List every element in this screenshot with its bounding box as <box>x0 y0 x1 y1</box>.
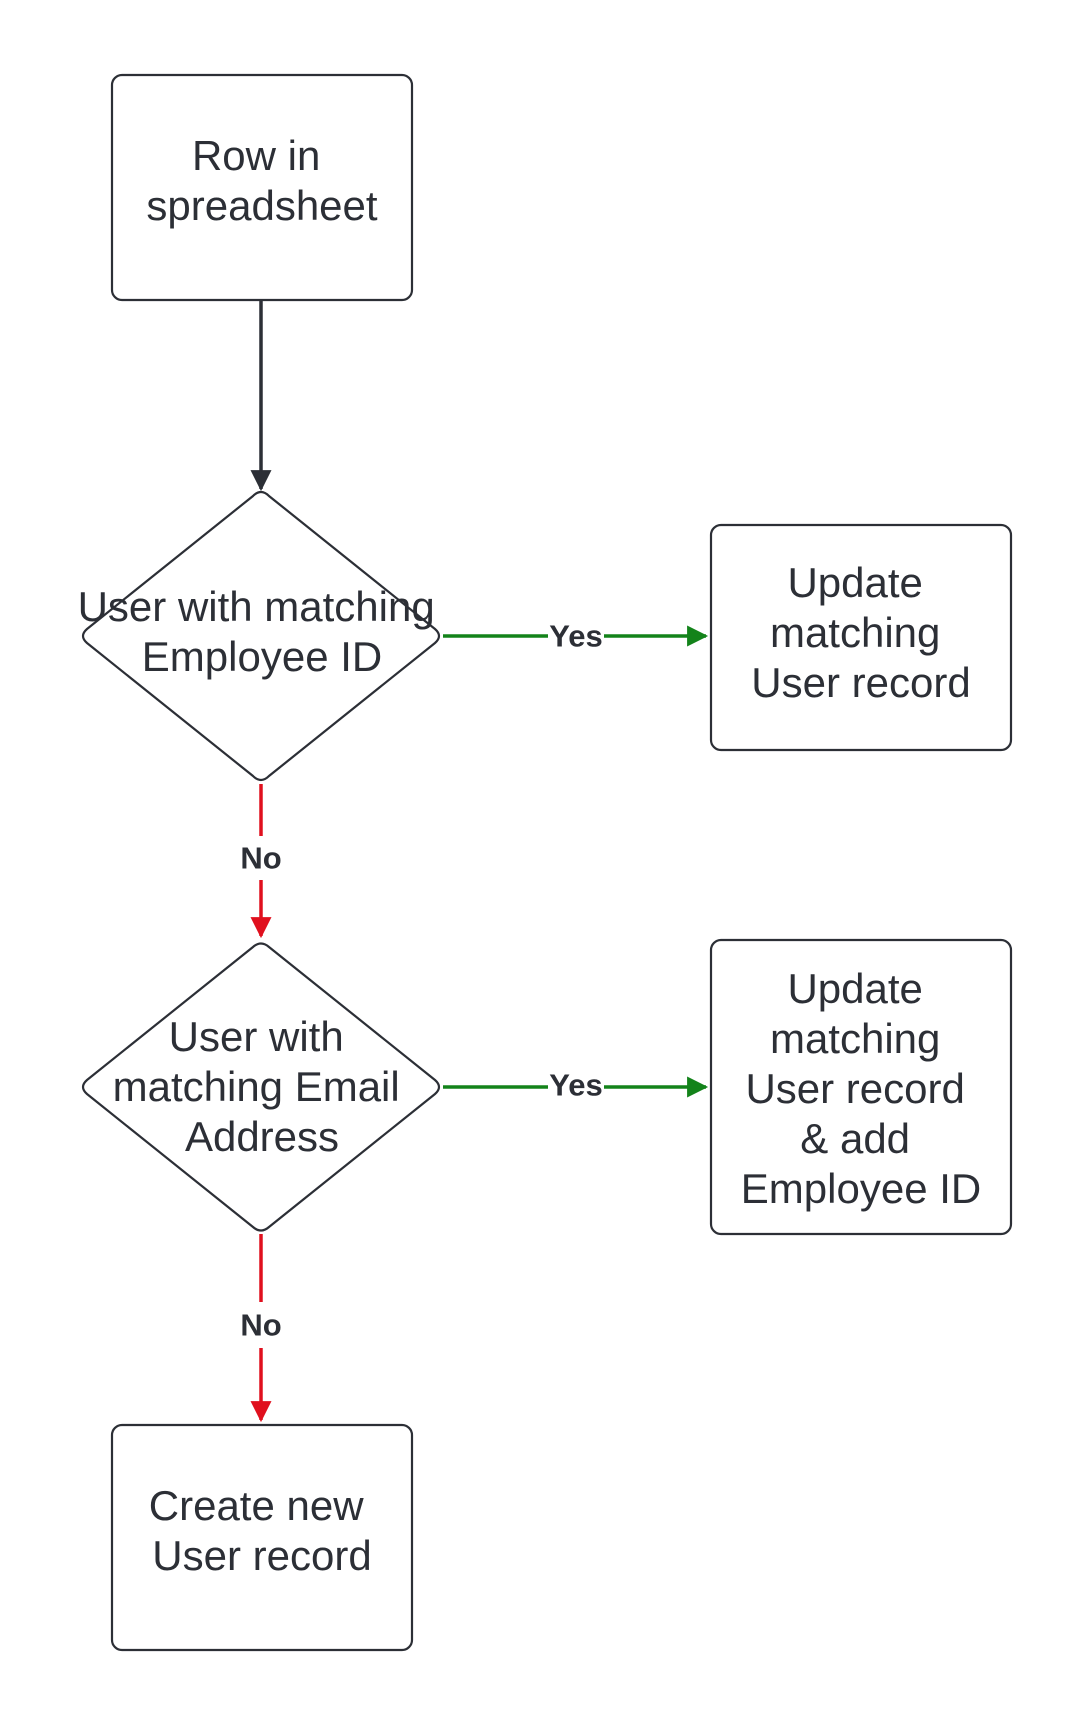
node-line: Create new <box>149 1482 364 1529</box>
node-line: matching <box>770 609 940 656</box>
node-match-email-address: User with matching Email Address <box>81 942 441 1232</box>
node-line: & add <box>800 1115 910 1162</box>
node-line: Update <box>787 965 922 1012</box>
node-match-employee-id-text: User with matching Employee ID <box>78 583 447 680</box>
node-row-in-spreadsheet-text: Row in spreadsheet <box>146 132 377 229</box>
node-match-email-address-text: User with matching Email Address <box>113 1013 412 1160</box>
node-row-in-spreadsheet-box <box>110 73 414 302</box>
node-update-user-record: Update matching User record <box>709 523 1013 752</box>
edge-employee-no-label: No <box>240 841 281 876</box>
node-match-employee-id: User with matching Employee ID <box>78 490 447 782</box>
node-line: matching Email <box>113 1063 400 1110</box>
node-line: matching <box>770 1015 940 1062</box>
node-line: Row in <box>192 132 320 179</box>
node-create-new-user-record-text: Create new User record <box>149 1482 375 1579</box>
node-line: Employee ID <box>142 633 382 680</box>
node-match-email-address-diamond <box>81 942 441 1232</box>
node-line: Update <box>787 559 922 606</box>
node-line: User record <box>745 1065 964 1112</box>
node-update-user-record-add-id-box <box>709 938 1013 1236</box>
node-create-new-user-record: Create new User record <box>110 1423 414 1652</box>
edge-email-yes-label: Yes <box>549 1068 602 1103</box>
node-row-in-spreadsheet: Row in spreadsheet <box>110 73 414 302</box>
node-update-user-record-text: Update matching User record <box>751 559 970 706</box>
node-line: User with matching <box>78 583 435 630</box>
node-line: spreadsheet <box>146 182 377 229</box>
node-line: Address <box>185 1113 339 1160</box>
node-update-user-record-add-id: Update matching User record & add Employ… <box>709 938 1013 1236</box>
edge-email-no-label: No <box>240 1308 281 1343</box>
node-update-user-record-box <box>709 523 1013 752</box>
node-line: User with <box>169 1013 344 1060</box>
node-line: User record <box>152 1532 371 1579</box>
edge-employee-yes-label: Yes <box>549 619 602 654</box>
node-match-employee-id-diamond <box>81 490 441 782</box>
node-line: Employee ID <box>741 1165 981 1212</box>
node-update-user-record-add-id-text: Update matching User record & add Employ… <box>741 965 981 1212</box>
node-create-new-user-record-box <box>110 1423 414 1652</box>
node-line: User record <box>751 659 970 706</box>
